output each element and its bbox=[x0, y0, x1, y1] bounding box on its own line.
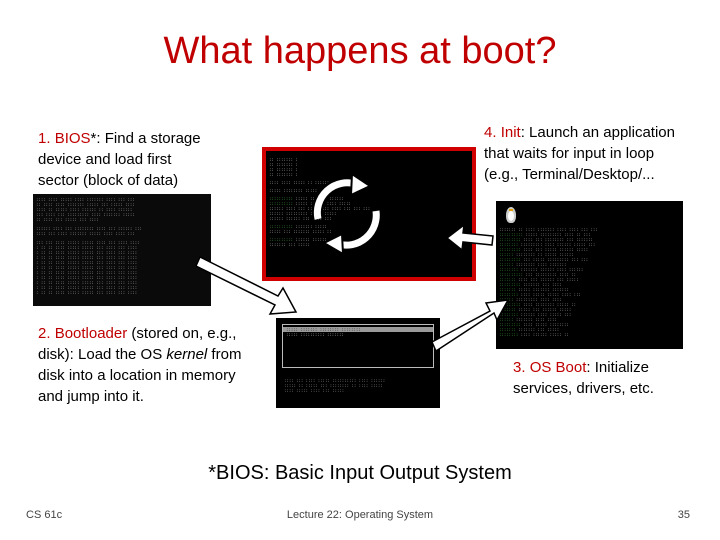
bios-step-number: 1. bbox=[38, 130, 55, 147]
bootloader-step-number: 2. bbox=[38, 325, 55, 342]
bios-line2: device and load first bbox=[38, 151, 172, 168]
init-step-number: 4. bbox=[484, 124, 501, 141]
bios-screenshot: :::: :::: ::::: :::: ::::::: :::: ::: ::… bbox=[33, 194, 211, 306]
footer-page-number: 35 bbox=[677, 509, 690, 521]
bios-line3: sector (block of data) bbox=[38, 172, 179, 189]
osboot-screenshot: ::::::: :: :::: ::::::: :::: :::: ::: ::… bbox=[496, 201, 683, 349]
terminal-screenshot: :: ::::::: : :: ::::::: : :: ::::::: : :… bbox=[262, 147, 476, 281]
page-title: What happens at boot? bbox=[163, 30, 557, 72]
bootloader-line1: (stored on, e.g., bbox=[127, 325, 237, 342]
bootloader-kernel-word: kernel bbox=[166, 346, 208, 363]
bootloader-term: Bootloader bbox=[54, 325, 128, 342]
osboot-step-text: 3. OS Boot: Initialize services, drivers… bbox=[513, 357, 713, 399]
bootloader-line4: and jump into it. bbox=[38, 388, 144, 405]
arrow-icon bbox=[431, 299, 510, 353]
osboot-line1: : Initialize bbox=[586, 359, 649, 376]
bios-line1: : Find a storage bbox=[96, 130, 201, 147]
cycle-arrows-icon bbox=[311, 172, 382, 256]
arrow-icon bbox=[445, 223, 494, 252]
tux-icon bbox=[504, 207, 518, 225]
osboot-step-number: 3. bbox=[513, 359, 530, 376]
bootloader-line2-rest: from bbox=[207, 346, 242, 363]
init-line2: that waits for input in loop bbox=[484, 145, 655, 162]
init-term: Init bbox=[500, 124, 521, 141]
osboot-term: OS Boot bbox=[529, 359, 587, 376]
footer-course: CS 61c bbox=[26, 509, 63, 521]
bios-step-text: 1. BIOS*: Find a storage device and load… bbox=[38, 128, 268, 191]
bios-term: BIOS bbox=[54, 130, 91, 147]
init-step-text: 4. Init: Launch an application that wait… bbox=[484, 122, 714, 185]
bootloader-screenshot: ::::: ::::::: :::::::: :::::::: ::::: ::… bbox=[276, 318, 440, 408]
footnote: *BIOS: Basic Input Output System bbox=[208, 462, 512, 484]
init-line1: : Launch an application bbox=[520, 124, 675, 141]
init-line3: (e.g., Terminal/Desktop/... bbox=[484, 166, 655, 183]
bootloader-line2: disk): Load the OS bbox=[38, 346, 167, 363]
bootloader-step-text: 2. Bootloader (stored on, e.g., disk): L… bbox=[38, 323, 273, 407]
footer-lecture: Lecture 22: Operating System bbox=[286, 509, 434, 521]
bootloader-line3: disk into a location in memory bbox=[38, 367, 236, 384]
bios-star: * bbox=[90, 130, 97, 147]
osboot-line2: services, drivers, etc. bbox=[513, 380, 654, 397]
arrow-icon bbox=[195, 255, 298, 315]
